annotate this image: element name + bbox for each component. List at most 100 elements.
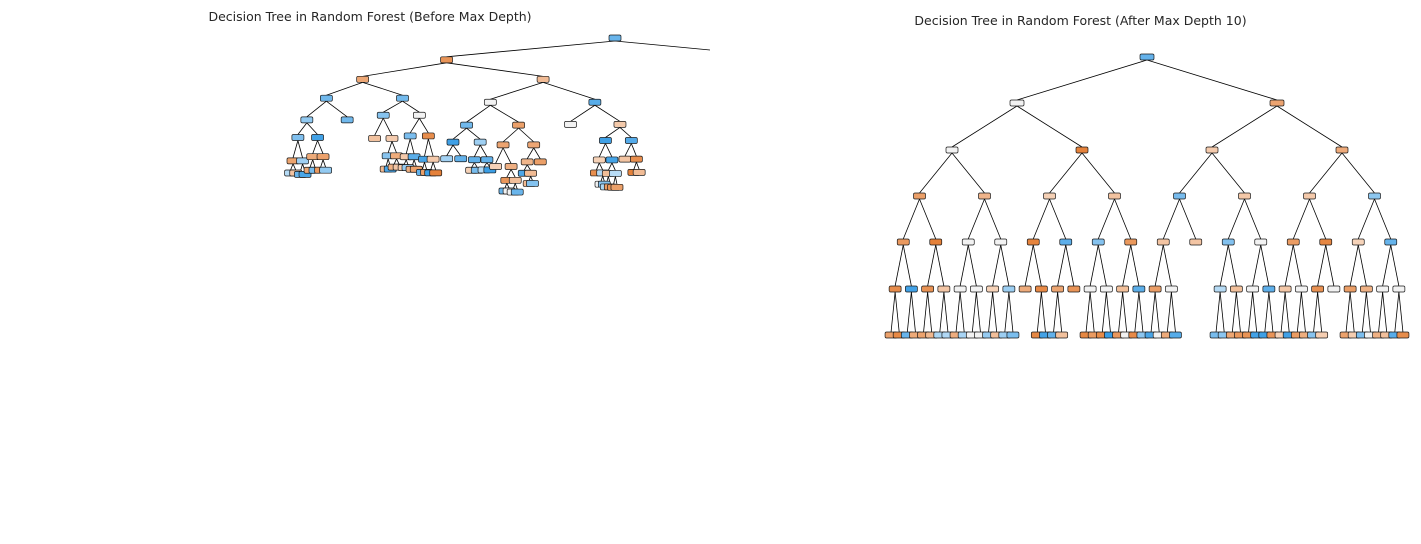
tree-edge [1378,291,1384,333]
tree-edge [383,100,403,113]
tree-edge [504,183,508,189]
tree-node [1059,238,1073,246]
tree-edge [1024,244,1034,287]
tree-edge [1211,152,1245,194]
tree-node [340,116,354,124]
tree-node [1173,192,1186,200]
tree-node [953,285,967,293]
tree-node [1055,331,1069,339]
tree-edge [1049,152,1083,194]
tree-node [1315,331,1329,339]
tree-edge [1219,291,1225,333]
tree-edge [1211,105,1278,148]
tree-edge [403,159,407,165]
tree-edge [526,147,535,160]
tree-edge [1179,152,1213,194]
tree-node [1205,146,1219,154]
panel-before-max-depth: Decision Tree in Random Forest (Before M… [0,0,710,544]
tree-edge [967,244,977,287]
tree-edge [600,175,604,182]
tree-edge [927,291,933,333]
tree-edge [1374,198,1392,240]
tree-edge [297,140,303,158]
tree-node [291,134,305,141]
tree-edge [292,140,299,158]
tree-node [1278,285,1292,293]
tree-edge [1300,291,1306,333]
tree-edge [502,147,512,164]
tree-node [970,285,983,293]
tree-node [1230,285,1243,293]
tree-node [496,141,510,149]
tree-node [520,158,534,166]
tree-edge [1053,291,1059,333]
tree-edge [1016,105,1083,148]
tree-edge [1284,244,1294,287]
tree-edge [1349,244,1359,287]
tree-edge [951,105,1018,148]
tree-edge [514,183,518,190]
tree-edge [479,144,488,157]
tree-edge [427,138,434,157]
tree-edge [1146,59,1278,101]
tree-edge [1398,291,1404,333]
tree-edge [1361,291,1367,333]
tree-node [1286,238,1300,246]
tree-node [1002,285,1016,293]
tree-edge [396,158,400,165]
tree-edge [1081,152,1115,194]
tree-node [356,75,370,83]
tree-edge [1000,244,1010,287]
tree-node [527,141,541,149]
tree-node [536,75,550,83]
tree-edge [1365,291,1371,333]
tree-edge [594,104,621,122]
tree-node [1026,238,1040,246]
tree-edge [306,122,318,135]
tree-node [1124,238,1138,246]
tree-edge [984,198,1002,240]
tree-node [961,238,975,246]
tree-edge [297,122,308,135]
tree-edge [1313,291,1319,333]
tree-edge [988,291,994,333]
tree-edge [1357,244,1367,287]
tree-node [403,132,417,140]
tree-edge [1280,291,1286,333]
tree-node [320,94,333,102]
tree-edge [506,183,510,189]
tree-edge [393,158,397,165]
tree-node [311,134,324,141]
tree-edge [1130,244,1140,287]
tree-node [592,156,606,164]
tree-node [504,163,518,170]
tree-node [1091,238,1105,246]
tree-edge [1122,244,1132,287]
tree-node [605,156,619,164]
tree-node [473,138,487,146]
tree-node [460,121,473,129]
tree-node [1319,238,1333,246]
tree-edge [385,158,389,167]
tree-node [296,157,309,165]
tree-edge [1134,291,1140,333]
tree-edge [919,152,953,194]
tree-node [1360,285,1373,293]
tree-node [978,192,991,200]
tree-node [1384,238,1398,246]
tree-edge [598,162,604,171]
tree-edge [1162,198,1180,240]
tree-edge [510,169,516,178]
tree-node [986,285,999,293]
tree-node [1067,285,1081,293]
tree-edge [967,198,985,240]
tree-edge [1382,244,1392,287]
tree-edge [1008,291,1014,333]
title-before-max-depth: Decision Tree in Random Forest (Before M… [208,9,532,24]
tree-edge [1118,291,1124,333]
tree-edge [306,100,327,118]
tree-edge [959,244,969,287]
tree-edge [1325,244,1335,287]
tree-node [376,111,390,119]
tree-edge [613,176,616,185]
